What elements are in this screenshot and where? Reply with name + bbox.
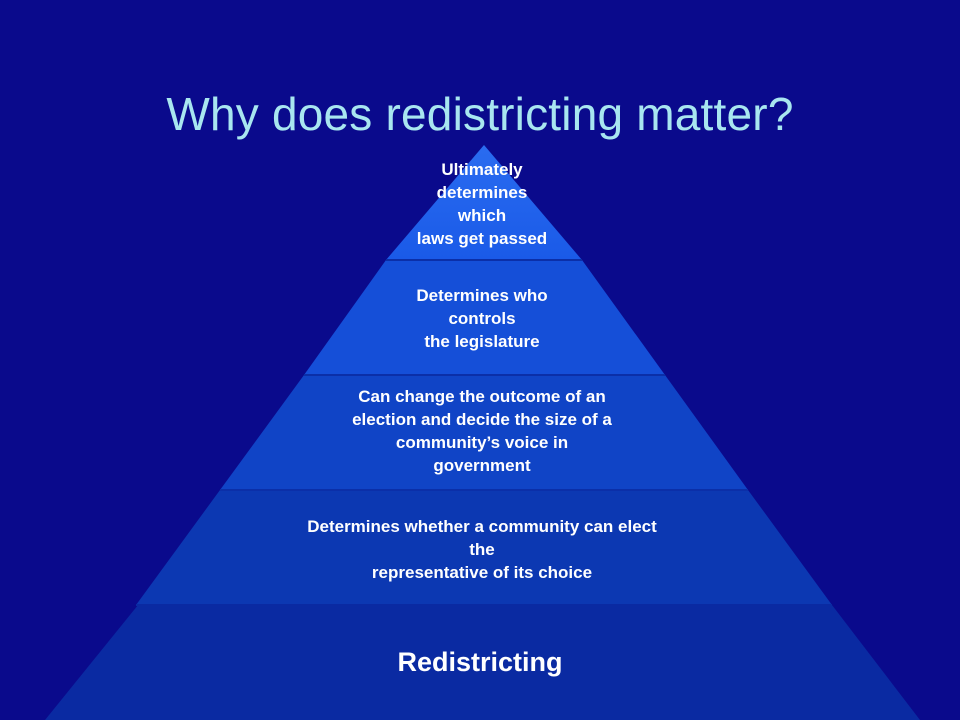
tier-1-text: Ultimately determines which laws get pas… — [416, 160, 548, 248]
slide-title: Why does redistricting matter? — [166, 88, 794, 140]
pyramid-tier-base — [45, 605, 920, 720]
tier-2-text: Determines who controls the legislature — [416, 286, 548, 351]
tier-4-text: Determines whether a community can elect… — [307, 517, 657, 582]
pyramid-tier-4 — [136, 490, 832, 605]
pyramid-tier-3 — [220, 375, 748, 490]
pyramid-tier-1 — [386, 145, 582, 260]
tier-3-text: Can change the outcome of an election an… — [352, 387, 612, 475]
base-text: Redistricting — [397, 647, 563, 677]
pyramid-tier-2 — [304, 260, 665, 375]
